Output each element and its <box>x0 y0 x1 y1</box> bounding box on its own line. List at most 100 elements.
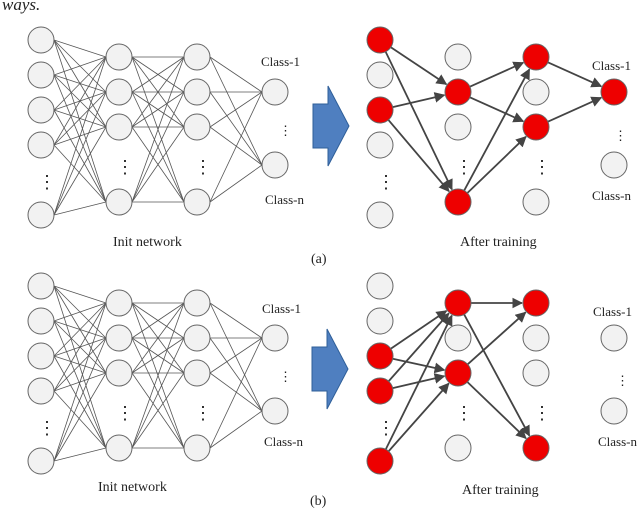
input-ellipsis: ⋮ <box>377 172 395 192</box>
hidden1-neuron <box>444 113 472 141</box>
input-neuron <box>366 272 394 300</box>
output-neuron <box>261 324 289 352</box>
input-neuron <box>27 377 55 405</box>
connection-edge <box>131 302 185 449</box>
hidden2-neuron <box>183 434 211 462</box>
trained-connection-arrow <box>547 61 603 88</box>
trained-network-edges-b <box>384 297 531 452</box>
connection-edge <box>209 302 263 412</box>
init-output-bottom-label: Class-n <box>264 434 304 449</box>
trained-connection-arrow <box>387 382 450 452</box>
connection-edge <box>53 355 107 449</box>
hidden1-neuron <box>105 289 133 317</box>
input-neuron <box>366 307 394 335</box>
hidden2-neuron <box>183 188 211 216</box>
trained-network-nodes-a: ⋮ ⋮ ⋮ <box>366 26 628 229</box>
trained-output-dots: ⋮ <box>614 128 627 143</box>
hidden2-ellipsis: ⋮ <box>533 157 551 177</box>
hidden1-neuron-active <box>444 188 472 216</box>
connection-edge <box>131 337 185 449</box>
connection-edge <box>131 91 185 203</box>
connection-edge <box>209 91 263 203</box>
hidden1-neuron-active <box>444 359 472 387</box>
hidden1-neuron <box>105 43 133 71</box>
hidden1-neuron <box>105 113 133 141</box>
panel-label: (a) <box>311 252 327 267</box>
hidden1-neuron <box>105 324 133 352</box>
hidden2-neuron-active <box>522 289 550 317</box>
connection-edge <box>53 56 107 216</box>
connection-edge <box>53 91 107 216</box>
output-neuron <box>261 397 289 425</box>
connection-edge <box>209 126 263 166</box>
connection-edge <box>209 372 263 412</box>
trained-connection-arrow <box>390 46 448 85</box>
connection-edge <box>131 372 185 449</box>
panel-a: ⋮⋮⋮ ⋮⋮⋮ Class-1 Class-n ⋮ Init network C… <box>27 26 632 267</box>
trained-connection-arrow <box>387 312 450 382</box>
connection-edge <box>131 302 185 374</box>
input-neuron <box>27 307 55 335</box>
hidden1-neuron-active <box>444 78 472 106</box>
init-output-dots: ⋮ <box>279 369 292 384</box>
init-output-dots: ⋮ <box>279 123 292 138</box>
init-caption: Init network <box>98 480 167 495</box>
connection-edge <box>131 126 185 203</box>
connection-edge <box>53 109 107 203</box>
input-neuron <box>366 201 394 229</box>
hidden2-neuron <box>183 43 211 71</box>
output-neuron <box>600 397 628 425</box>
input-neuron <box>27 131 55 159</box>
init-network-edges-a <box>53 39 263 216</box>
hidden2-neuron <box>522 78 550 106</box>
hidden1-neuron <box>444 434 472 462</box>
input-neuron <box>27 342 55 370</box>
output-neuron <box>600 324 628 352</box>
hidden1-ellipsis: ⋮ <box>116 157 134 177</box>
connection-edge <box>53 337 107 392</box>
connection-edge <box>53 390 107 449</box>
hidden2-neuron <box>522 188 550 216</box>
input-neuron-active <box>366 377 394 405</box>
init-output-top-label: Class-1 <box>261 54 300 69</box>
input-neuron-active <box>366 96 394 124</box>
input-ellipsis: ⋮ <box>377 418 395 438</box>
trained-output-bottom-label: Class-n <box>592 188 632 203</box>
output-neuron-active <box>600 78 628 106</box>
hidden2-neuron <box>183 78 211 106</box>
connection-edge <box>131 302 185 339</box>
connection-edge <box>209 337 263 449</box>
trained-output-dots: ⋮ <box>616 373 629 388</box>
input-ellipsis: ⋮ <box>38 172 56 192</box>
hidden2-ellipsis: ⋮ <box>194 157 212 177</box>
input-neuron <box>27 447 55 475</box>
trained-connection-arrow <box>469 61 525 88</box>
trained-connection-arrow <box>390 310 448 350</box>
connection-edge <box>131 56 185 128</box>
hidden2-neuron <box>183 359 211 387</box>
header-fragment: ways. <box>2 0 40 14</box>
connection-edge <box>53 56 107 111</box>
input-neuron <box>366 61 394 89</box>
hidden2-neuron <box>183 113 211 141</box>
input-neuron <box>27 201 55 229</box>
input-ellipsis: ⋮ <box>38 418 56 438</box>
hidden2-neuron <box>183 289 211 317</box>
trained-connection-arrow <box>467 311 527 365</box>
input-neuron <box>27 61 55 89</box>
init-network-nodes-b: ⋮ ⋮ ⋮ <box>27 272 289 475</box>
hidden1-neuron <box>444 43 472 71</box>
trained-connection-arrow <box>469 96 525 123</box>
hidden1-neuron <box>105 434 133 462</box>
trained-output-bottom-label: Class-n <box>598 434 638 449</box>
input-neuron <box>27 272 55 300</box>
connection-edge <box>53 337 107 462</box>
hidden2-neuron <box>183 324 211 352</box>
hidden1-ellipsis: ⋮ <box>455 403 473 423</box>
connection-edge <box>53 56 107 76</box>
transform-arrow-icon <box>312 85 350 167</box>
connection-edge <box>209 91 263 166</box>
hidden2-ellipsis: ⋮ <box>194 403 212 423</box>
trained-connection-arrow <box>466 135 527 194</box>
connection-edge <box>209 91 263 128</box>
